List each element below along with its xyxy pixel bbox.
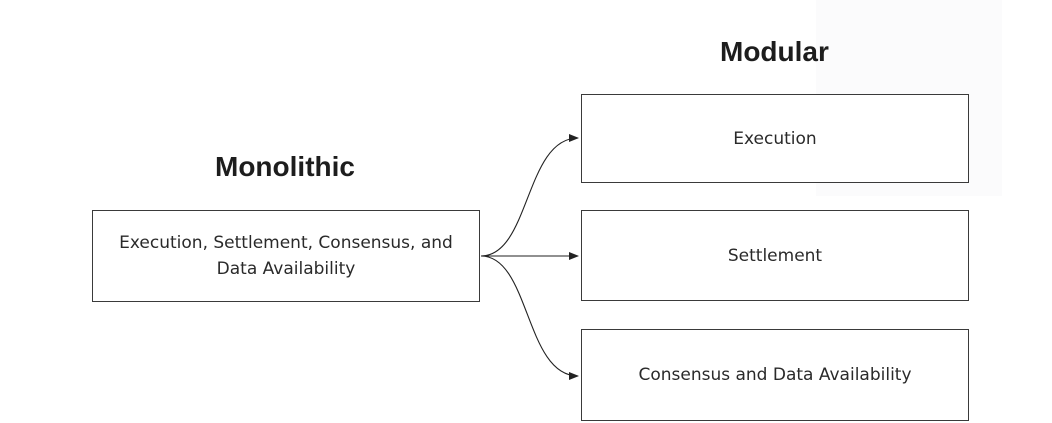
- monolithic-box-label: Execution, Settlement, Consensus, and Da…: [119, 233, 453, 279]
- consensus-data-availability-box: Consensus and Data Availability: [581, 329, 969, 421]
- monolithic-heading: Monolithic: [215, 151, 355, 182]
- execution-box-label: Execution: [733, 128, 817, 149]
- execution-box: Execution: [581, 94, 969, 183]
- connector-to-consensus-data-availability: [480, 255, 579, 380]
- consensus-data-availability-box-label: Consensus and Data Availability: [638, 365, 912, 385]
- modular-heading: Modular: [720, 36, 829, 67]
- connector-to-execution: [480, 134, 579, 257]
- monolithic-box: Execution, Settlement, Consensus, and Da…: [92, 210, 480, 302]
- settlement-box-label: Settlement: [727, 245, 823, 266]
- settlement-box: Settlement: [581, 210, 969, 301]
